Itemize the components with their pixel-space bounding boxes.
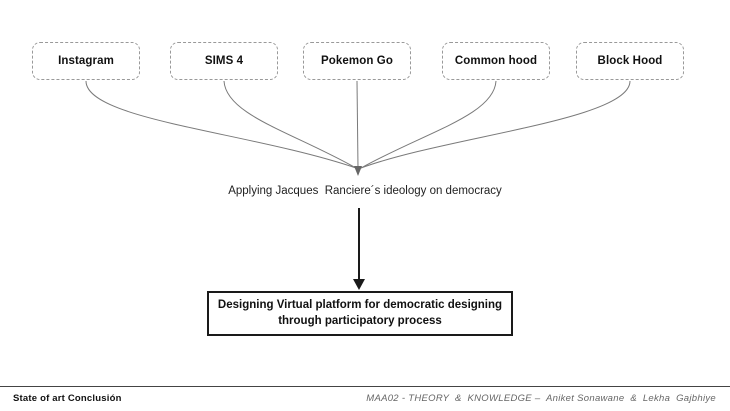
node-instagram: Instagram [32, 42, 140, 80]
converging-curves [85, 80, 631, 169]
node-label: Instagram [58, 55, 114, 67]
node-label: Common hood [454, 55, 538, 67]
node-block-hood: Block Hood [576, 42, 684, 80]
node-sims4: SIMS 4 [170, 42, 278, 80]
node-pokemon-go: Pokemon Go [303, 42, 411, 80]
edge-pokemon-go [356, 80, 359, 169]
main-arrowhead-icon [353, 279, 365, 290]
edge-block-hood [360, 80, 631, 169]
node-result: Designing Virtual platform for democrati… [207, 291, 513, 336]
edge-instagram [85, 80, 357, 169]
edge-sims4 [223, 80, 357, 169]
node-label: Pokemon Go [321, 55, 393, 67]
footer-section-title: State of art Conclusión [13, 393, 122, 404]
footer-credits: MAA02 - THEORY & KNOWLEDGE – Aniket Sona… [366, 393, 716, 404]
node-label: SIMS 4 [204, 55, 244, 67]
node-common-hood: Common hood [442, 42, 550, 80]
result-line-2: through participatory process [278, 314, 442, 327]
node-label: Block Hood [597, 55, 663, 67]
ideology-caption: Applying Jacques Ranciere´s ideology on … [228, 185, 502, 197]
result-line-1: Designing Virtual platform for democrati… [217, 298, 503, 311]
edge-common-hood [360, 80, 497, 169]
footer-divider [0, 386, 730, 387]
converge-arrowhead-icon [354, 166, 362, 176]
